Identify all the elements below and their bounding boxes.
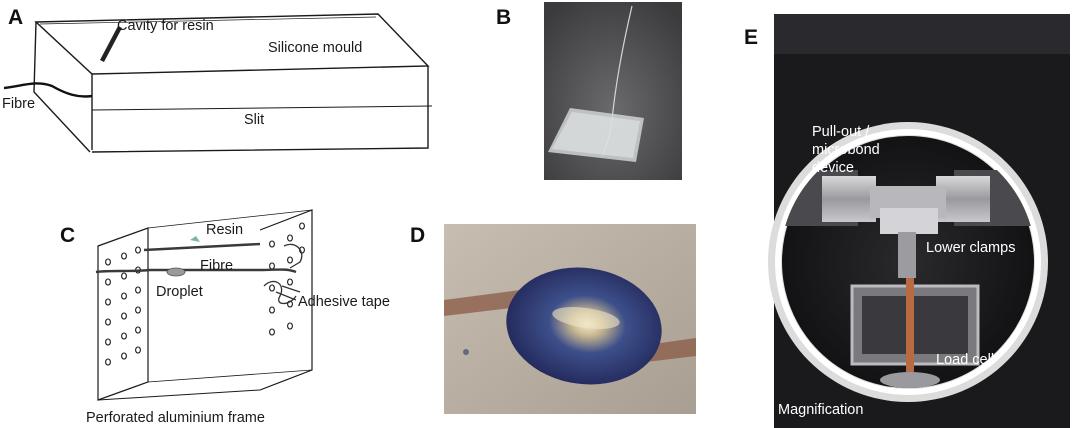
fibre-line-a <box>3 82 93 98</box>
frame-perforations-right <box>269 222 305 336</box>
panel-d-photo <box>444 224 696 414</box>
resin-drop-c <box>190 236 200 242</box>
label-silicone-mould: Silicone mould <box>268 40 362 56</box>
label-magnification: Magnification <box>778 402 863 418</box>
panel-letter-c: C <box>60 224 76 247</box>
label-droplet: Droplet <box>156 284 203 300</box>
label-load-cell: Load cell <box>936 352 994 368</box>
label-device-2: microbond <box>812 142 880 158</box>
label-device-3: device <box>812 160 854 176</box>
label-frame: Perforated aluminium frame <box>86 410 265 426</box>
adhesive-tape-c <box>263 243 303 305</box>
label-fibre-c: Fibre <box>200 258 233 274</box>
panel-letter-e: E <box>744 26 759 49</box>
panel-c-sketch <box>97 209 313 401</box>
droplet-c <box>166 267 186 277</box>
label-device-1: Pull-out / <box>812 124 870 140</box>
label-cavity: Cavity for resin <box>117 18 214 34</box>
frame-perforations-left <box>105 246 141 366</box>
fibres-c <box>95 242 297 274</box>
label-slit: Slit <box>244 112 264 128</box>
label-adhesive-tape: Adhesive tape <box>298 294 390 310</box>
panel-e-photo <box>768 14 1070 428</box>
lower-clamps <box>898 232 916 278</box>
panel-letter-b: B <box>496 6 512 29</box>
label-lower-clamps: Lower clamps <box>926 240 1015 256</box>
label-fibre-a: Fibre <box>2 96 35 112</box>
label-resin: Resin <box>206 222 243 238</box>
panel-letter-a: A <box>8 6 24 29</box>
panel-b-photo <box>544 2 682 180</box>
panel-letter-d: D <box>410 224 426 247</box>
panel-a-sketch <box>33 13 433 153</box>
fibre-left-d <box>444 290 528 316</box>
resin-cavity-mark <box>100 26 122 62</box>
